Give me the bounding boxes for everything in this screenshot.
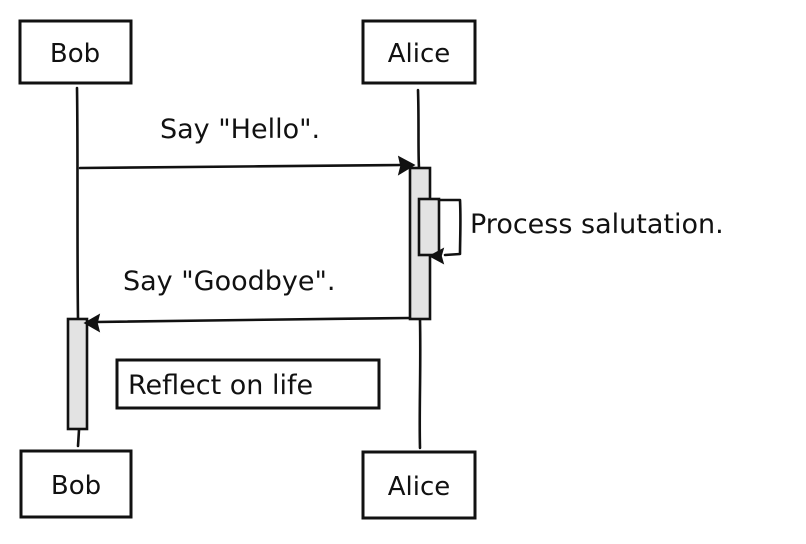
participant-label: Bob (51, 471, 101, 501)
participant-box (19, 449, 133, 519)
bob-lifeline (75, 86, 81, 448)
message-arrow-line (78, 163, 406, 170)
arrowhead-left-icon (83, 313, 101, 333)
alice-lifeline (416, 88, 422, 450)
message-hello[interactable]: Say "Hello". (78, 114, 416, 176)
message-arrow-line (94, 316, 412, 324)
participant-label: Bob (50, 39, 100, 69)
participant-bob-top[interactable]: Bob (18, 19, 133, 85)
participant-box (18, 19, 133, 85)
message-label: Say "Hello". (160, 114, 320, 145)
participant-bob-bottom[interactable]: Bob (19, 449, 133, 519)
arrowhead-left-icon (428, 247, 445, 265)
message-label: Say "Goodbye". (123, 266, 336, 297)
participant-box (361, 19, 477, 85)
alice-self-activation (417, 197, 441, 257)
participant-alice-top[interactable]: Alice (361, 19, 477, 85)
note-label: Reflect on life (128, 370, 313, 401)
participant-label: Alice (388, 39, 451, 69)
participant-alice-bottom[interactable]: Alice (361, 450, 477, 520)
arrowhead-right-icon (397, 155, 416, 176)
participant-box (361, 450, 477, 520)
message-goodbye[interactable]: Say "Goodbye". (83, 266, 412, 333)
note-box (115, 358, 381, 410)
message-label: Process salutation. (470, 209, 724, 240)
message-process-salutation[interactable]: Process salutation. (428, 198, 724, 265)
self-call-arrow-line (437, 198, 462, 257)
participant-label: Alice (388, 472, 451, 502)
bob-activation (66, 317, 89, 431)
note-reflect-on-life[interactable]: Reflect on life (115, 358, 381, 410)
